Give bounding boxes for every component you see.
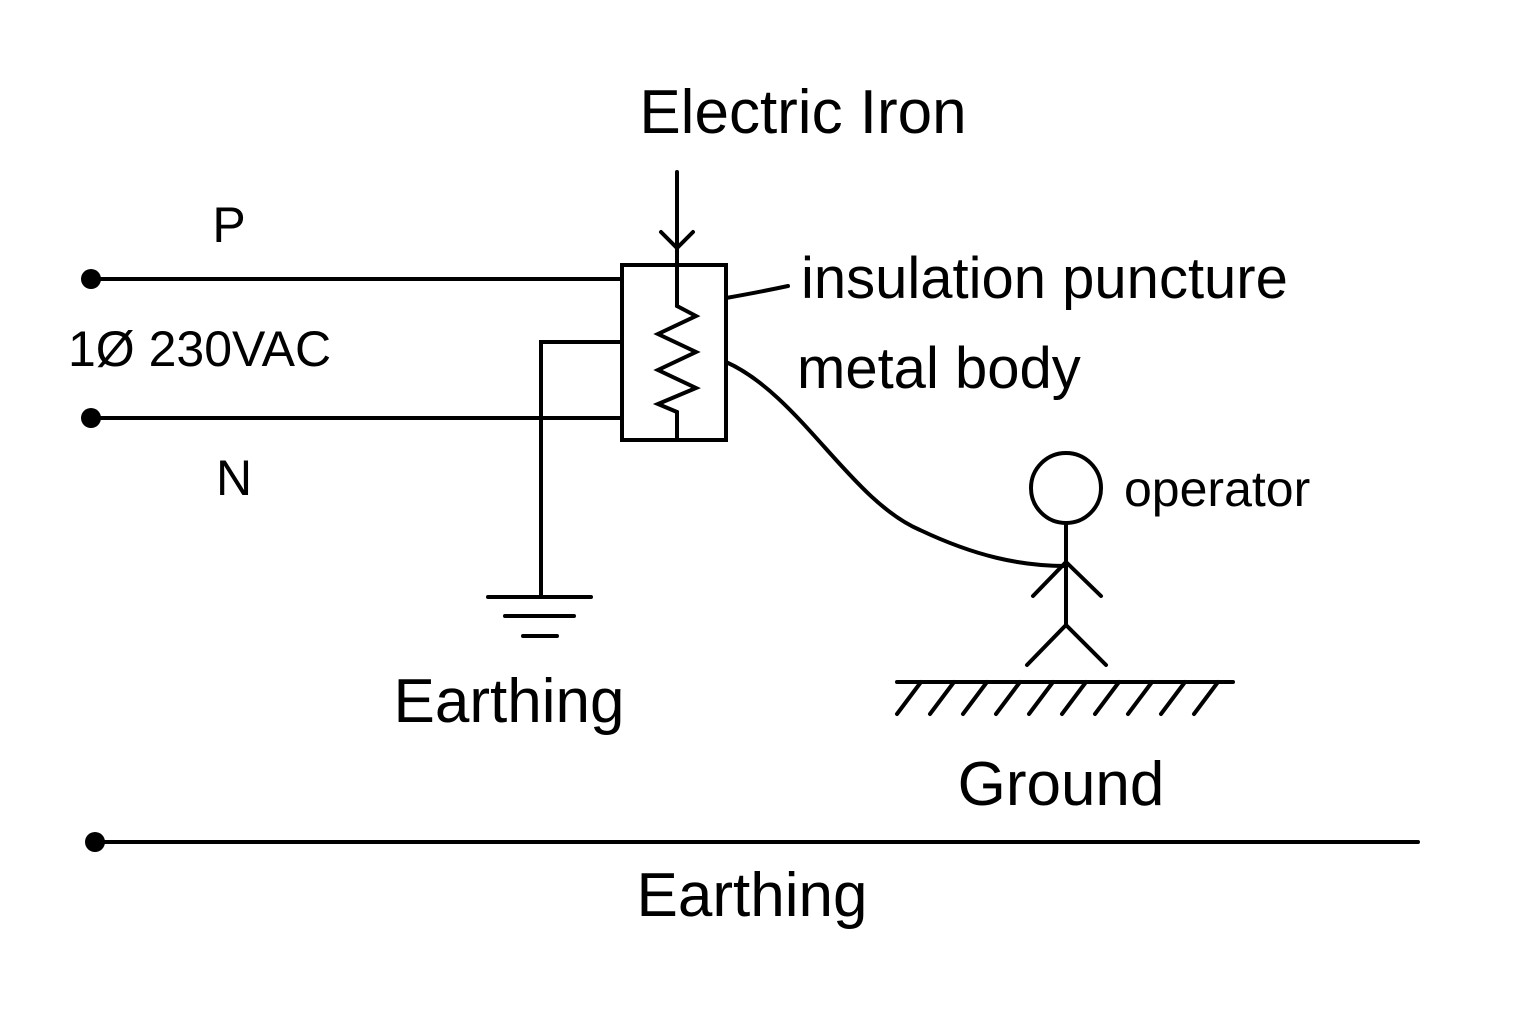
insulation-puncture-leader [724,284,790,300]
earthing-bus [85,832,1420,852]
iron-body [620,246,728,442]
operator-label: operator [1124,461,1310,517]
supply-voltage-label: 1Ø 230VAC [68,321,331,377]
operator-head [1029,451,1103,525]
earthing-bus-label: Earthing [637,861,868,930]
ground-symbol [895,680,1235,716]
earthing-symbol-label: Earthing [394,667,625,736]
heating-element-resistor [652,304,701,414]
earth-wire [539,340,624,599]
neutral-label: N [216,450,252,506]
iron-pointer-arrow [659,170,695,251]
electric-iron-label: Electric Iron [639,78,966,147]
earthing-symbol [486,595,593,638]
insulation-puncture-label: insulation puncture [801,246,1288,311]
phase-label: P [212,197,245,253]
operator-figure [1025,451,1108,667]
metal-body-label: metal body [797,336,1081,401]
neutral-line [81,408,624,428]
ground-label: Ground [958,750,1165,819]
leakage-current-path [724,360,1068,568]
phase-line [81,269,624,289]
